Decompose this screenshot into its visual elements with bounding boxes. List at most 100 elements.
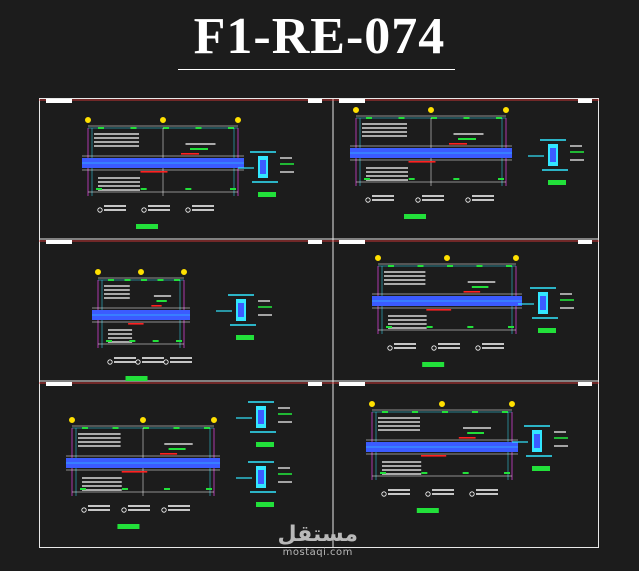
- section-core: [534, 434, 540, 448]
- red-rebar: [140, 171, 168, 173]
- rebar-tag: [124, 279, 131, 281]
- legend-marker-icon: [81, 507, 87, 513]
- section-label: [258, 192, 276, 197]
- grid-marker-icon: [139, 416, 146, 423]
- section-label: [236, 335, 254, 340]
- drawing-title: F1-RE-074: [193, 8, 446, 65]
- panel-tab: [339, 240, 365, 244]
- legend-marker-icon: [469, 491, 475, 497]
- watermark-logo: مستقل: [277, 522, 358, 547]
- panel-tab: [308, 240, 322, 244]
- bottom-tag: [230, 188, 236, 190]
- red-rebar: [128, 323, 144, 325]
- rebar-tag: [143, 427, 149, 429]
- legend-marker-icon: [475, 345, 481, 351]
- section-label: [548, 180, 566, 185]
- grid-marker-icon: [159, 117, 166, 124]
- section-label: [532, 466, 550, 471]
- rebar-tag: [141, 279, 147, 281]
- grid-marker-icon: [513, 254, 520, 261]
- rebar-tag: [195, 127, 202, 129]
- grid-marker-icon: [85, 117, 92, 124]
- bottom-tag: [408, 178, 415, 180]
- panel-tab: [578, 382, 592, 386]
- label-tag: [156, 300, 167, 302]
- grid-marker-icon: [234, 117, 241, 124]
- bottom-tag: [380, 472, 386, 474]
- rebar-tag: [112, 427, 119, 429]
- panel-tab: [578, 240, 592, 244]
- rebar-tag: [382, 411, 388, 413]
- legend-marker-icon: [185, 207, 191, 213]
- bottom-tag: [504, 472, 510, 474]
- bottom-tag: [122, 488, 128, 490]
- label-tag: [471, 286, 489, 288]
- rebar-tag: [228, 127, 234, 129]
- rebar-tag: [157, 279, 164, 281]
- red-rebar: [421, 455, 447, 457]
- label-tag: [467, 432, 484, 434]
- section-core: [258, 410, 264, 424]
- title-underline: [178, 69, 455, 70]
- rebar-tag: [398, 117, 405, 119]
- rebar-tag: [502, 411, 508, 413]
- red-rebar: [458, 437, 476, 439]
- watermark-url: mostaqi.com: [282, 547, 353, 558]
- rebar-tag: [82, 427, 88, 429]
- rebar-tag: [98, 127, 104, 129]
- bottom-tag: [140, 188, 147, 190]
- drawing-sheet: [39, 98, 599, 548]
- rebar-tag: [366, 117, 372, 119]
- red-rebar: [449, 143, 467, 145]
- red-rebar: [426, 309, 452, 311]
- legend-marker-icon: [161, 507, 167, 513]
- section-label: [256, 442, 274, 447]
- bottom-tag: [462, 472, 469, 474]
- red-rebar: [408, 161, 436, 163]
- rebar-tag: [431, 117, 437, 119]
- bottom-tag: [386, 326, 392, 328]
- legend-marker-icon: [465, 197, 471, 203]
- section-core: [258, 470, 264, 484]
- section-core: [238, 303, 244, 317]
- legend-marker-icon: [135, 359, 141, 365]
- rebar-tag: [463, 117, 470, 119]
- rebar-tag: [163, 127, 169, 129]
- grid-marker-icon: [508, 400, 515, 407]
- grid-marker-icon: [95, 268, 102, 275]
- red-rebar: [121, 471, 148, 473]
- legend-marker-icon: [431, 345, 437, 351]
- bottom-tag: [152, 340, 159, 342]
- red-rebar: [181, 153, 199, 155]
- rebar-tag: [476, 265, 483, 267]
- rebar-tag: [108, 279, 114, 281]
- grid-marker-icon: [443, 254, 450, 261]
- red-rebar: [160, 453, 178, 455]
- red-rebar: [151, 305, 162, 307]
- legend-marker-icon: [381, 491, 387, 497]
- detail-label: [404, 214, 426, 219]
- panel-tab: [339, 382, 365, 386]
- legend-marker-icon: [163, 359, 169, 365]
- section-label: [538, 328, 556, 333]
- grid-marker-icon: [427, 107, 434, 114]
- label-tag: [190, 148, 208, 150]
- red-rebar: [463, 291, 481, 293]
- bottom-tag: [185, 188, 192, 190]
- rebar-tag: [447, 265, 453, 267]
- label-tag: [168, 448, 186, 450]
- legend-marker-icon: [141, 207, 147, 213]
- grid-marker-icon: [438, 400, 445, 407]
- section-core: [260, 160, 266, 174]
- bottom-tag: [80, 488, 86, 490]
- bottom-tag: [364, 178, 370, 180]
- panel-tab: [339, 99, 365, 103]
- legend-marker-icon: [387, 345, 393, 351]
- panel-tab: [46, 99, 72, 103]
- grid-marker-icon: [137, 268, 144, 275]
- bottom-tag: [129, 340, 136, 342]
- bottom-tag: [164, 488, 170, 490]
- detail-label: [136, 224, 158, 229]
- bottom-tag: [508, 326, 514, 328]
- rebar-tag: [496, 117, 502, 119]
